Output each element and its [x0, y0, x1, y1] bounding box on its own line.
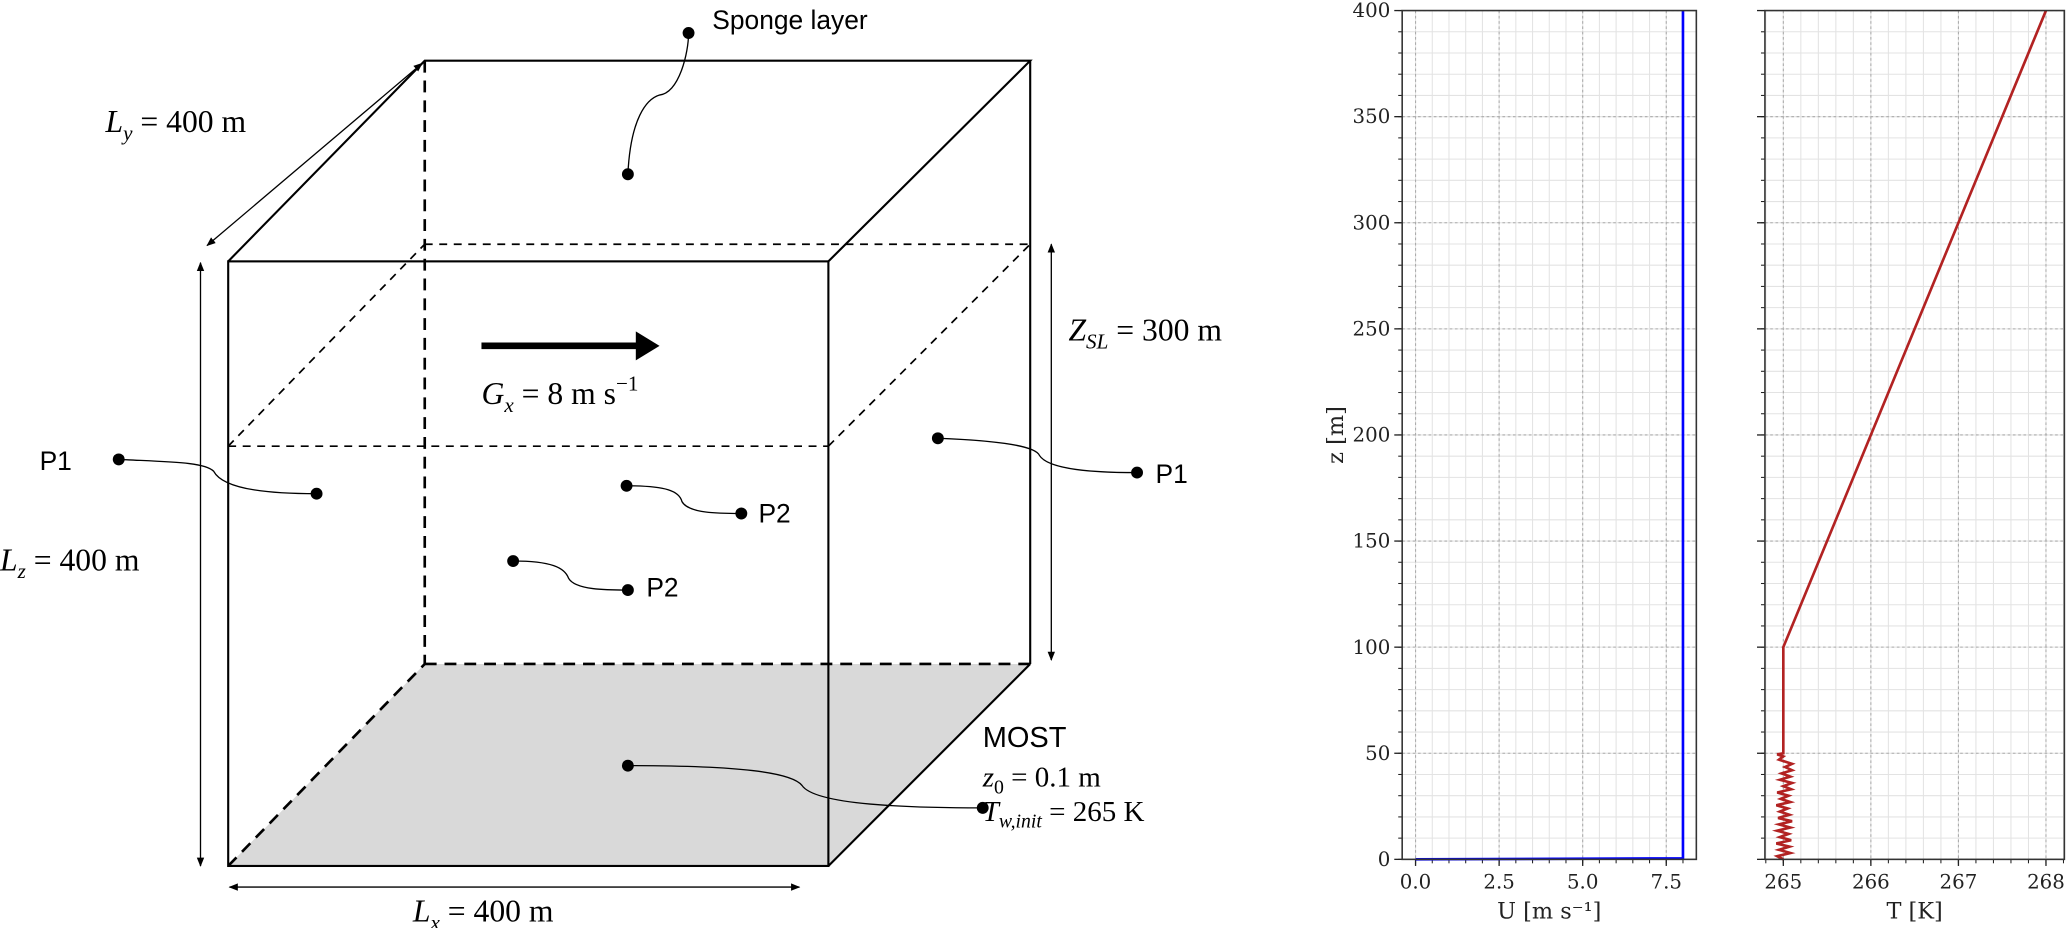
most-title: MOST [983, 722, 1067, 754]
y-tick-label: 0 [1378, 848, 1391, 871]
y-tick-label: 400 [1353, 0, 1391, 22]
floor-diagonal-edge [227, 663, 426, 867]
p1-left-label: P1 [40, 446, 72, 476]
ly-label: Ly = 400 m [105, 104, 247, 145]
y-tick-label: 250 [1353, 317, 1391, 340]
y-tick-label: 350 [1353, 105, 1391, 128]
y-axis-label: z [m] [1323, 406, 1349, 464]
right-bottom-edge [827, 663, 1031, 867]
p1-right-label: P1 [1156, 459, 1188, 489]
x-tick-label: 2.5 [1483, 870, 1514, 893]
plot-frame [1401, 9, 1698, 861]
x-tick-label: 267 [1940, 870, 1978, 893]
p2-upper-label: P2 [758, 499, 790, 529]
x-axis-label: T [K] [1886, 899, 1942, 925]
most-z0-label: z0 = 0.1 m [982, 762, 1102, 799]
domain-diagram [112, 27, 1143, 891]
wind-profile-chart: 0.0 2.5 5.0 7.5 0 50 100 150 200 250 300 350 400 U [m… [1323, 0, 1698, 925]
series-line-t [1771, 10, 2048, 861]
x-tick-label: 268 [2027, 870, 2065, 893]
sponge-layer-plane [227, 243, 1031, 448]
x-tick-label: 266 [1852, 870, 1890, 893]
y-tick-label: 50 [1365, 742, 1390, 765]
wind-arrow-head [635, 331, 660, 361]
lz-label: Lz = 400 m [0, 542, 140, 583]
plot-frame [1764, 9, 2066, 861]
x-tick-label: 265 [1764, 870, 1802, 893]
most-tw-label: Tw,init = 265 K [983, 796, 1145, 833]
y-tick-label: 200 [1353, 424, 1391, 447]
x-axis-label: U [m s⁻¹] [1497, 899, 1601, 925]
ly-dimension-arrow [206, 62, 423, 247]
x-tick-label: 0.0 [1400, 870, 1431, 893]
callout-dots [112, 27, 1143, 814]
zsl-label: ZSL = 300 m [1068, 313, 1222, 354]
callout-lines [118, 33, 1138, 809]
x-tick-label: 7.5 [1651, 870, 1682, 893]
temperature-profile-chart: 265 266 267 268 T [K] [1757, 9, 2066, 925]
p2-lower-label: P2 [646, 573, 678, 603]
lx-label: Lx = 400 m [412, 893, 554, 928]
x-tick-label: 5.0 [1567, 870, 1598, 893]
sponge-layer-label: Sponge layer [712, 5, 868, 35]
y-tick-label: 300 [1353, 211, 1391, 234]
y-tick-label: 150 [1353, 530, 1391, 553]
y-tick-label: 100 [1353, 636, 1391, 659]
front-face [227, 260, 830, 868]
diagram-labels: Sponge layer Ly = 400 m Lz = 400 m Lx = … [0, 5, 1222, 928]
gx-label: Gx = 8 m s−1 [481, 372, 638, 417]
